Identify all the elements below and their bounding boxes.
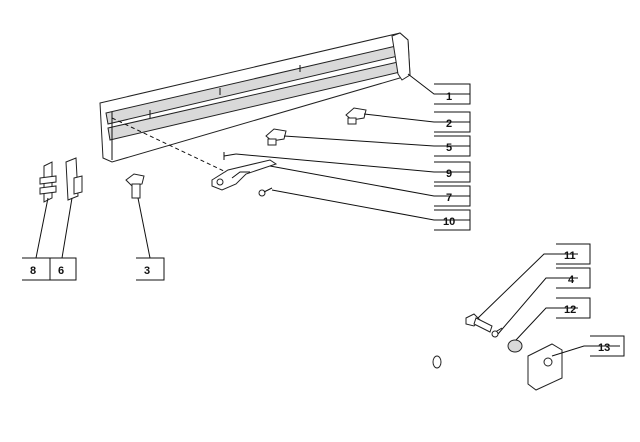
callout-13: 13 (598, 342, 610, 354)
hinge-bracket-5 (265, 128, 287, 146)
callout-6: 6 (58, 265, 64, 277)
latch-7 (211, 159, 278, 191)
callout-2: 2 (446, 118, 452, 130)
hinge-bracket-2 (345, 107, 367, 125)
callout-1: 1 (446, 91, 452, 103)
callout-3: 3 (144, 265, 150, 277)
cable-assembly (431, 327, 503, 397)
spacer-12 (507, 339, 523, 353)
callout-11: 11 (564, 250, 576, 262)
callout-8: 8 (30, 265, 36, 277)
screw-10 (258, 187, 273, 197)
callout-9: 9 (446, 168, 452, 180)
pin-9 (223, 152, 237, 160)
callout-12: 12 (564, 304, 576, 316)
hinge-pin-3 (125, 173, 145, 199)
callout-5: 5 (446, 142, 452, 154)
callout-4: 4 (568, 274, 575, 286)
bracket-6 (65, 157, 83, 201)
tailgate-panel (99, 32, 411, 163)
callout-frames (22, 83, 625, 357)
callout-10: 10 (443, 216, 455, 228)
bolt-11 (465, 313, 493, 333)
callout-7: 7 (446, 192, 452, 204)
axis-line (111, 117, 227, 173)
striker-plate-13 (527, 343, 563, 391)
bracket-8 (39, 161, 57, 203)
